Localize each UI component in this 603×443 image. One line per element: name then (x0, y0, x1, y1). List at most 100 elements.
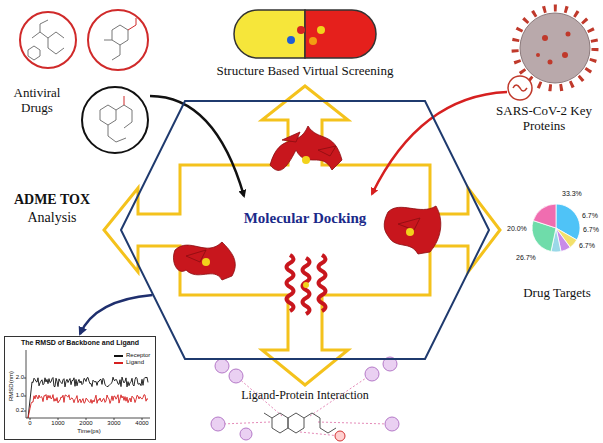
interaction-diagram (222, 422, 270, 424)
tick-label: 2000 (74, 420, 98, 427)
drug-molecule-circles (128, 18, 136, 30)
interaction-diagram (240, 428, 252, 440)
rmsd-axes (24, 350, 150, 420)
rmsd-axes (26, 418, 150, 419)
ligand-blobs (406, 228, 414, 236)
drug-molecule-circles (20, 12, 76, 68)
ligand-blobs (302, 156, 310, 164)
ligand-blobs (202, 258, 210, 266)
drug-molecule-circles (88, 10, 148, 70)
drug-molecule-circles (28, 46, 40, 60)
drug-molecule-circles (124, 96, 125, 105)
capsule-icon (317, 26, 325, 34)
protein-helices (287, 255, 294, 311)
tick-label: 1000 (46, 420, 70, 427)
pie-percent: 20.0% (507, 225, 527, 233)
drug-molecule-circles (40, 20, 48, 32)
rmsd-axes (30, 418, 31, 420)
section-title: Antiviral Drugs (2, 86, 72, 116)
virus-illustration (562, 52, 568, 58)
virus-illustration (542, 35, 548, 41)
drug-to-docking-arrow (150, 96, 244, 196)
interaction-diagram (318, 422, 388, 424)
rmsd-axes (142, 418, 143, 420)
interaction-diagram (385, 417, 399, 431)
axis-title: Time(ps) (64, 428, 114, 435)
tick-label: 1.0 (14, 392, 24, 399)
protein-helices (287, 255, 326, 314)
section-title: SARS-CoV-2 Key Proteins (488, 104, 600, 134)
tick-label: 3000 (102, 420, 126, 427)
interaction-diagram (264, 413, 272, 418)
drug-molecule-circles (112, 25, 128, 45)
section-title: Ligand-Protein Interaction (215, 389, 395, 403)
interaction-diagram (365, 367, 379, 381)
legend-text: Receptor (126, 352, 150, 359)
interaction-diagram (288, 413, 304, 433)
interaction-diagram (320, 428, 336, 433)
pie-percent: 26.7% (516, 254, 536, 262)
tick-label: 2.0 (14, 374, 24, 381)
rmsd-axes (24, 378, 26, 379)
protein-ribbons (318, 146, 336, 156)
rmsd-axes (58, 418, 59, 420)
interaction-diagram (211, 417, 225, 431)
section-title: Analysis (6, 210, 98, 226)
protein-helices (319, 255, 326, 311)
rmsd-axes (24, 396, 26, 397)
capsule-icon (305, 10, 376, 58)
interaction-diagram (211, 357, 399, 440)
rmsd-axes (114, 418, 115, 420)
receptor-rmsd-line (28, 377, 148, 418)
section-title: ADME TOX (6, 192, 98, 208)
section-title: Structure Based Virtual Screening (190, 64, 420, 79)
drug-target-pie (532, 204, 580, 252)
axis-title: RMSD(nm) (8, 371, 15, 401)
hexagon-outline (121, 101, 489, 359)
pie-percent: 6.7% (583, 226, 599, 234)
protein-ribbons (384, 206, 441, 254)
drug-molecule-circles (48, 38, 64, 54)
interaction-diagram (229, 369, 243, 383)
tick-label: 0.2 (14, 407, 24, 414)
pie-percent: 6.7% (579, 242, 595, 250)
legend-line-sample (114, 362, 123, 364)
legend-text: Ligand (126, 359, 144, 366)
ligand-blobs (303, 282, 309, 288)
protein-helices (303, 258, 310, 314)
tick-label: 4000 (130, 420, 154, 427)
capsule-icon (234, 10, 305, 58)
drug-molecule-circles (100, 105, 116, 125)
capsule-icon (287, 36, 295, 44)
drug-molecule-circles (108, 125, 126, 142)
capsule-icon (234, 10, 376, 58)
virus-illustration (520, 13, 590, 83)
pie-percent: 6.7% (582, 212, 598, 220)
virus-illustration (508, 76, 532, 100)
rmsd-axes (26, 350, 27, 418)
virus-illustration (566, 32, 571, 37)
virus-illustration (513, 85, 527, 91)
yellow-arrow-cross (104, 86, 500, 385)
capsule-icon (297, 26, 305, 34)
rmsd-axes (86, 418, 87, 420)
node-heading: Molecular Docking (120, 210, 490, 227)
drug-molecule-circles (104, 40, 112, 41)
interaction-diagram (211, 357, 399, 441)
protein-ribbons (270, 126, 342, 170)
interaction-diagram (222, 374, 388, 436)
interaction-diagram (264, 413, 336, 433)
capsule-icon (309, 37, 317, 45)
pie-slice (533, 204, 556, 228)
interaction-diagram (272, 413, 288, 433)
virus-illustration (548, 60, 553, 65)
node-heading: The RMSD of Backbone and Ligand (5, 339, 155, 347)
interaction-diagram (300, 432, 340, 436)
protein-ribbons (282, 132, 300, 142)
rmsd-plot-lines (28, 377, 148, 418)
protein-to-docking-arrow (372, 92, 507, 194)
section-title: Drug Targets (515, 286, 599, 301)
hexagon-outline (120, 100, 490, 360)
interaction-diagram (215, 359, 229, 373)
